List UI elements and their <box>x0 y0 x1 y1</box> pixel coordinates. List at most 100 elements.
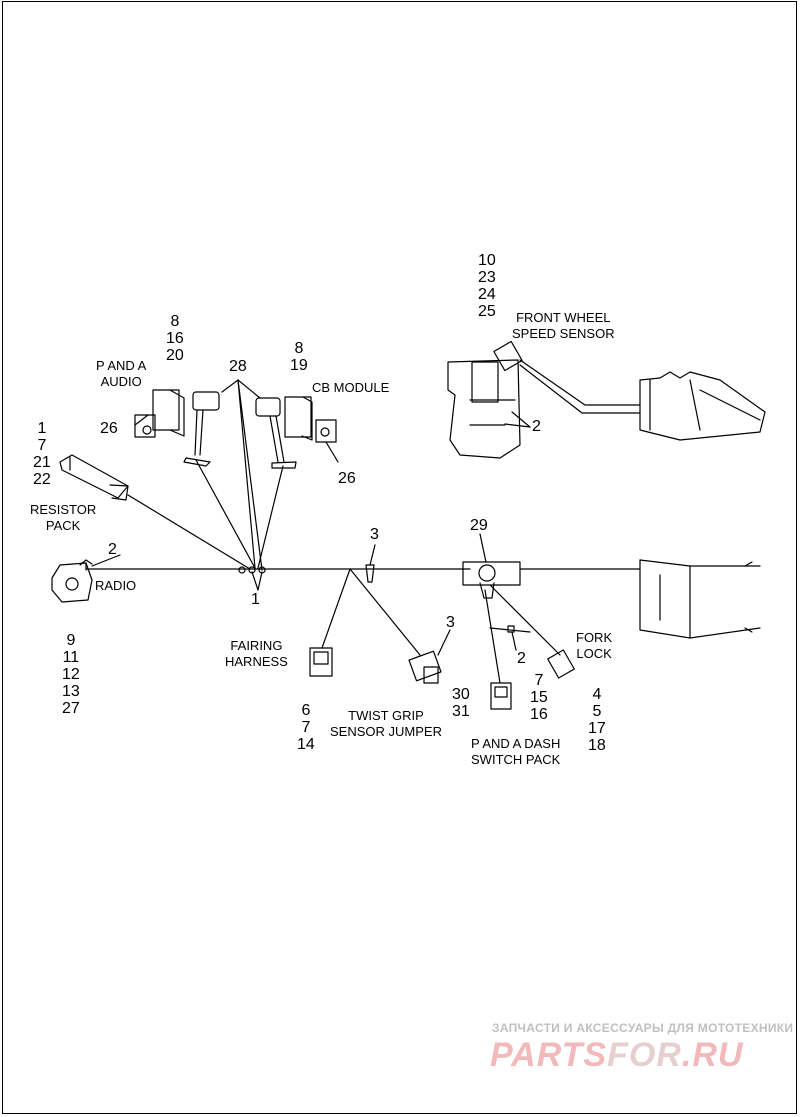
callout-number: 31 <box>452 703 470 720</box>
callout-29: 29 <box>470 517 488 534</box>
callout-number: 8 <box>170 313 180 330</box>
callout-number: 16 <box>166 330 184 347</box>
callout-3-upper: 3 <box>370 526 379 543</box>
watermark-tagline: ЗАПЧАСТИ И АКСЕССУАРЫ ДЛЯ МОТОТЕХНИКИ <box>492 1021 794 1035</box>
callout-3-jumper: 3 <box>446 614 455 631</box>
leader-29 <box>479 533 487 563</box>
grommet-right-shape <box>255 397 297 469</box>
resistor-pack-shape <box>59 454 129 501</box>
label-p-and-a-audio: P AND A AUDIO <box>96 358 147 389</box>
callout-number: 5 <box>592 703 602 720</box>
callout-number: 25 <box>478 303 496 320</box>
callout-number: 7 <box>301 719 311 736</box>
label-resistor-pack: RESISTOR PACK <box>30 502 97 533</box>
label-front-wheel-speed-sensor: FRONT WHEEL SPEED SENSOR <box>512 310 615 341</box>
leader-1 <box>251 571 263 591</box>
callout-sensor-parts: 10 23 24 25 <box>478 252 496 320</box>
dash-connector-shape <box>490 682 512 710</box>
label-p-and-a-dash-switch-pack: P AND A DASH SWITCH PACK <box>471 736 561 767</box>
audio-connector-shape <box>134 389 185 438</box>
branch-cb <box>257 465 284 569</box>
callout-number: 20 <box>166 347 184 364</box>
label-fairing-harness: FAIRING HARNESS <box>225 638 288 669</box>
sensor-wire-2 <box>519 364 641 414</box>
callout-forklock-parts: 4 5 17 18 <box>588 686 606 754</box>
label-radio: RADIO <box>95 578 137 593</box>
leader-3-jumper <box>437 629 451 656</box>
branch-jumper <box>349 568 421 656</box>
leader-2-sensor <box>504 411 531 428</box>
label-fork-lock: FORK LOCK <box>576 630 613 661</box>
label-cb-module: CB MODULE <box>312 380 390 395</box>
callout-number: 30 <box>452 686 470 703</box>
callout-number: 23 <box>478 269 496 286</box>
leader-3-upper <box>369 544 376 566</box>
callout-2-sensor: 2 <box>532 418 541 435</box>
speed-sensor-bracket-shape <box>447 340 523 459</box>
cable-tie-2 <box>489 627 531 633</box>
callout-fairing-parts: 6 7 14 <box>297 702 315 753</box>
callout-1: 1 <box>251 591 260 608</box>
callout-number: 15 <box>530 689 548 706</box>
callout-number: 6 <box>301 702 311 719</box>
leader-26-left <box>134 414 149 426</box>
fork-upper-shape <box>639 371 766 441</box>
leader-28-to-1 <box>237 379 263 571</box>
callout-number: 13 <box>62 683 80 700</box>
callout-radio-parts: 9 11 12 13 27 <box>62 632 80 717</box>
callout-number: 16 <box>530 706 548 723</box>
branch-dash <box>484 589 501 684</box>
callout-number: 21 <box>33 454 51 471</box>
callout-2-radio: 2 <box>108 541 117 558</box>
callout-resistor-parts: 1 7 21 22 <box>33 420 51 488</box>
callout-number: 11 <box>62 649 80 666</box>
callout-number: 9 <box>66 632 76 649</box>
callout-audio-parts: 8 16 20 <box>166 313 184 364</box>
fork-lower-shape <box>639 559 761 639</box>
callout-28: 28 <box>229 358 247 375</box>
callout-number: 19 <box>290 357 308 374</box>
radio-connector-shape <box>51 559 93 603</box>
callout-number: 18 <box>588 737 606 754</box>
callout-dash-parts: 7 15 16 <box>530 672 548 723</box>
switch-housing-shape <box>462 561 521 599</box>
callout-jumper-parts: 30 31 <box>452 686 470 720</box>
branch-audio <box>195 459 256 569</box>
callout-number: 7 <box>534 672 544 689</box>
clip-2-mid <box>507 625 515 633</box>
callout-number: 7 <box>37 437 47 454</box>
cb-module-shape <box>284 396 337 443</box>
branch-resistor <box>127 494 251 570</box>
branch-28-right <box>221 379 239 393</box>
callout-number: 17 <box>588 720 606 737</box>
branch-28-left <box>237 379 256 569</box>
clip-1a <box>238 566 246 574</box>
callout-2-mid: 2 <box>517 650 526 667</box>
label-twist-grip-sensor-jumper: TWIST GRIP SENSOR JUMPER <box>330 708 442 739</box>
leader-26-right <box>325 441 339 463</box>
callout-26-right: 26 <box>338 470 356 487</box>
sensor-wire <box>519 359 641 406</box>
clip-3 <box>365 564 375 583</box>
callout-number: 22 <box>33 471 51 488</box>
callout-number: 1 <box>37 420 47 437</box>
callout-number: 10 <box>478 252 496 269</box>
callout-26-left: 26 <box>100 420 118 437</box>
callout-number: 27 <box>62 700 80 717</box>
callout-number: 8 <box>294 340 304 357</box>
leader-2-mid <box>511 631 517 651</box>
grommet-left-shape <box>183 391 220 467</box>
callout-number: 14 <box>297 736 315 753</box>
leader-2-radio <box>91 554 121 567</box>
jumper-connector-shape <box>408 650 442 684</box>
callout-number: 24 <box>478 286 496 303</box>
branch-fairing <box>321 568 351 649</box>
callout-number: 4 <box>592 686 602 703</box>
fairing-connector-shape <box>309 647 333 677</box>
callout-number: 12 <box>62 666 80 683</box>
forklock-connector-shape <box>547 649 575 679</box>
branch-28-right2 <box>237 379 261 399</box>
